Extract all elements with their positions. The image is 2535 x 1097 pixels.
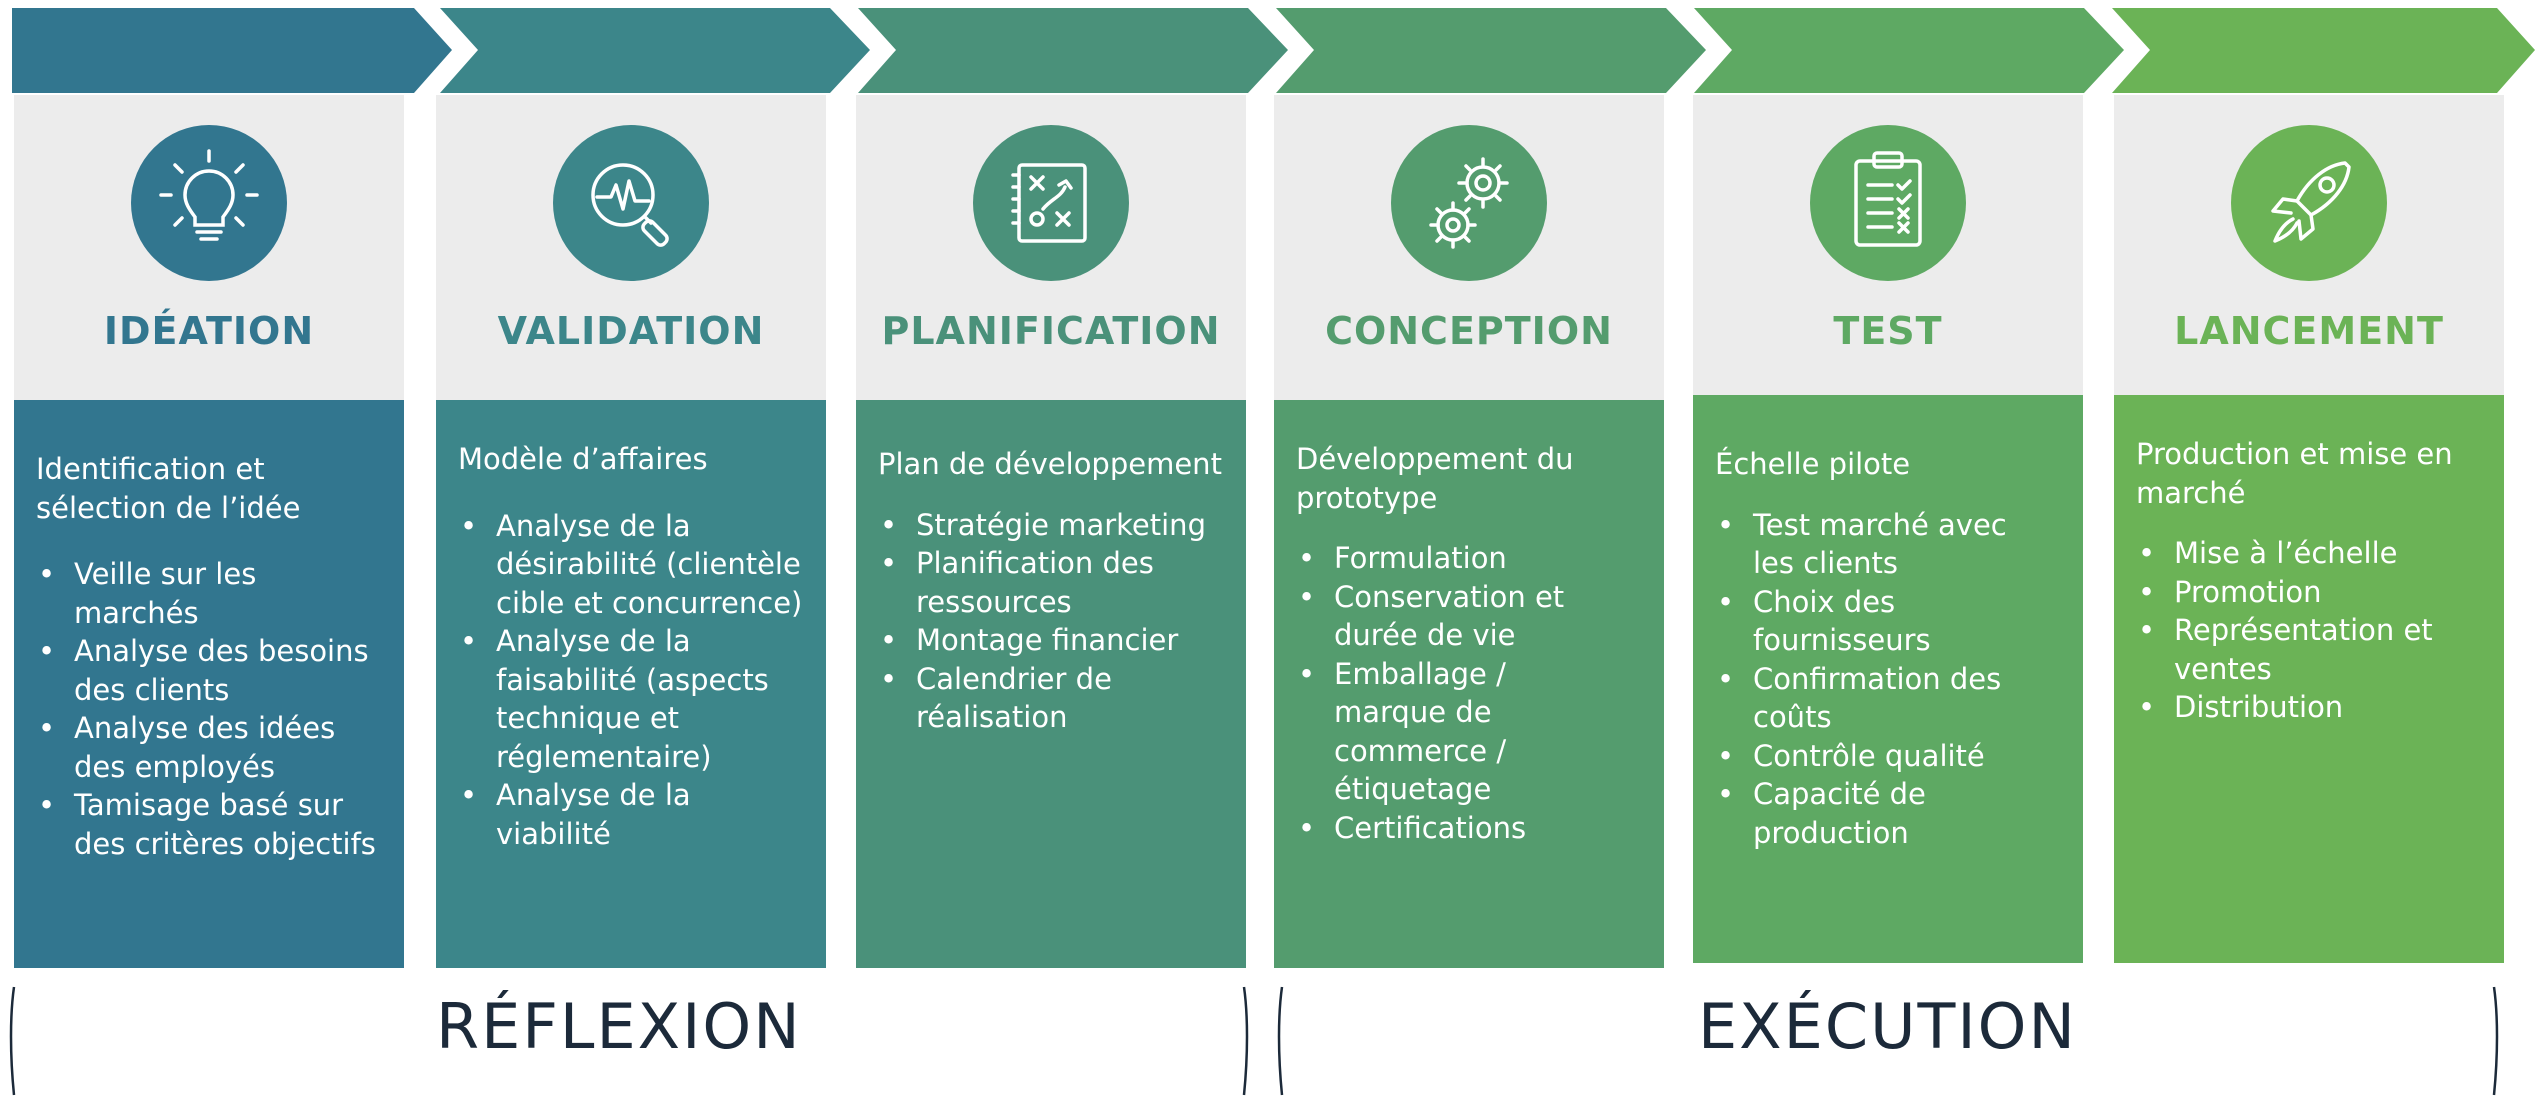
- chevron-planification: [858, 8, 1288, 93]
- stage-title: IDÉATION: [103, 309, 315, 353]
- checklist-clipboard-icon: [1810, 125, 1966, 281]
- list-item: Conservation et durée de vie: [1298, 578, 1646, 655]
- list-item: Montage financier: [880, 621, 1228, 660]
- list-item: Promotion: [2138, 573, 2486, 612]
- stage-header-validation: VALIDATION: [436, 95, 826, 400]
- stage-header-planification: PLANIFICATION: [856, 95, 1246, 400]
- stage-body-lancement: Production et mise en marché Mise à l’éc…: [2114, 395, 2504, 963]
- list-item: Confirmation des coûts: [1717, 660, 2065, 737]
- group-label-reflexion: RÉFLEXION: [436, 990, 802, 1063]
- list-item: Contrôle qualité: [1717, 737, 2065, 776]
- stage-items: Stratégie marketing Planification des re…: [878, 506, 1228, 737]
- group-bracket-execution: [1277, 986, 2499, 1096]
- stage-heading: Production et mise en marché: [2136, 437, 2453, 510]
- list-item: Analyse de la faisabilité (aspects techn…: [460, 622, 808, 776]
- stage-header-conception: CONCEPTION: [1274, 95, 1664, 400]
- stage-items: Formulation Conservation et durée de vie…: [1296, 539, 1646, 847]
- stage-title: CONCEPTION: [1325, 309, 1613, 353]
- list-item: Analyse de la viabilité: [460, 776, 808, 853]
- stage-header-ideation: IDÉATION: [14, 95, 404, 400]
- list-item: Capacité de production: [1717, 775, 2065, 852]
- gears-icon: [1391, 125, 1547, 281]
- chevron-lancement: [2112, 8, 2535, 93]
- list-item: Formulation: [1298, 539, 1646, 578]
- stage-items: Analyse de la désirabilité (clientèle ci…: [458, 507, 808, 854]
- list-item: Emballage / marque de commerce / étiquet…: [1298, 655, 1646, 809]
- stage-heading: Modèle d’affaires: [458, 442, 708, 476]
- lightbulb-icon: [131, 125, 287, 281]
- stage-title: VALIDATION: [497, 309, 765, 353]
- list-item: Calendrier de réalisation: [880, 660, 1228, 737]
- stage-items: Test marché avec les clients Choix des f…: [1715, 506, 2065, 853]
- chevron-test: [1694, 8, 2124, 93]
- list-item: Certifications: [1298, 809, 1646, 848]
- list-item: Analyse de la désirabilité (clientèle ci…: [460, 507, 808, 623]
- rocket-icon: [2231, 125, 2387, 281]
- stage-items: Veille sur les marchés Analyse des besoi…: [36, 555, 386, 863]
- group-label-execution: EXÉCUTION: [1698, 990, 2077, 1063]
- chevron-ideation: [12, 8, 452, 93]
- stage-heading: Développement du prototype: [1296, 442, 1574, 515]
- stage-body-planification: Plan de développement Stratégie marketin…: [856, 400, 1246, 968]
- stage-body-test: Échelle pilote Test marché avec les clie…: [1693, 395, 2083, 963]
- chevron-validation: [440, 8, 870, 93]
- list-item: Mise à l’échelle: [2138, 534, 2486, 573]
- stage-title: LANCEMENT: [2174, 309, 2444, 353]
- list-item: Planification des ressources: [880, 544, 1228, 621]
- stage-heading: Identification et sélection de l’idée: [36, 452, 301, 525]
- list-item: Veille sur les marchés: [38, 555, 386, 632]
- stage-header-lancement: LANCEMENT: [2114, 95, 2504, 395]
- list-item: Tamisage basé sur des critères objectifs: [38, 786, 386, 863]
- group-bracket-reflexion: [9, 986, 1249, 1096]
- stage-title: TEST: [1833, 309, 1943, 353]
- stage-header-test: TEST: [1693, 95, 2083, 395]
- list-item: Analyse des besoins des clients: [38, 632, 386, 709]
- list-item: Distribution: [2138, 688, 2486, 727]
- stage-heading: Plan de développement: [878, 447, 1222, 481]
- stage-body-conception: Développement du prototype Formulation C…: [1274, 400, 1664, 968]
- list-item: Analyse des idées des employés: [38, 709, 386, 786]
- list-item: Choix des fournisseurs: [1717, 583, 2065, 660]
- list-item: Test marché avec les clients: [1717, 506, 2065, 583]
- strategy-board-icon: [973, 125, 1129, 281]
- stage-heading: Échelle pilote: [1715, 447, 1911, 481]
- stage-body-validation: Modèle d’affaires Analyse de la désirabi…: [436, 400, 826, 968]
- magnifier-pulse-icon: [553, 125, 709, 281]
- stage-title: PLANIFICATION: [881, 309, 1221, 353]
- list-item: Représentation et ventes: [2138, 611, 2486, 688]
- stage-body-ideation: Identification et sélection de l’idée Ve…: [14, 400, 404, 968]
- list-item: Stratégie marketing: [880, 506, 1228, 545]
- chevron-conception: [1276, 8, 1706, 93]
- stage-items: Mise à l’échelle Promotion Représentatio…: [2136, 534, 2486, 727]
